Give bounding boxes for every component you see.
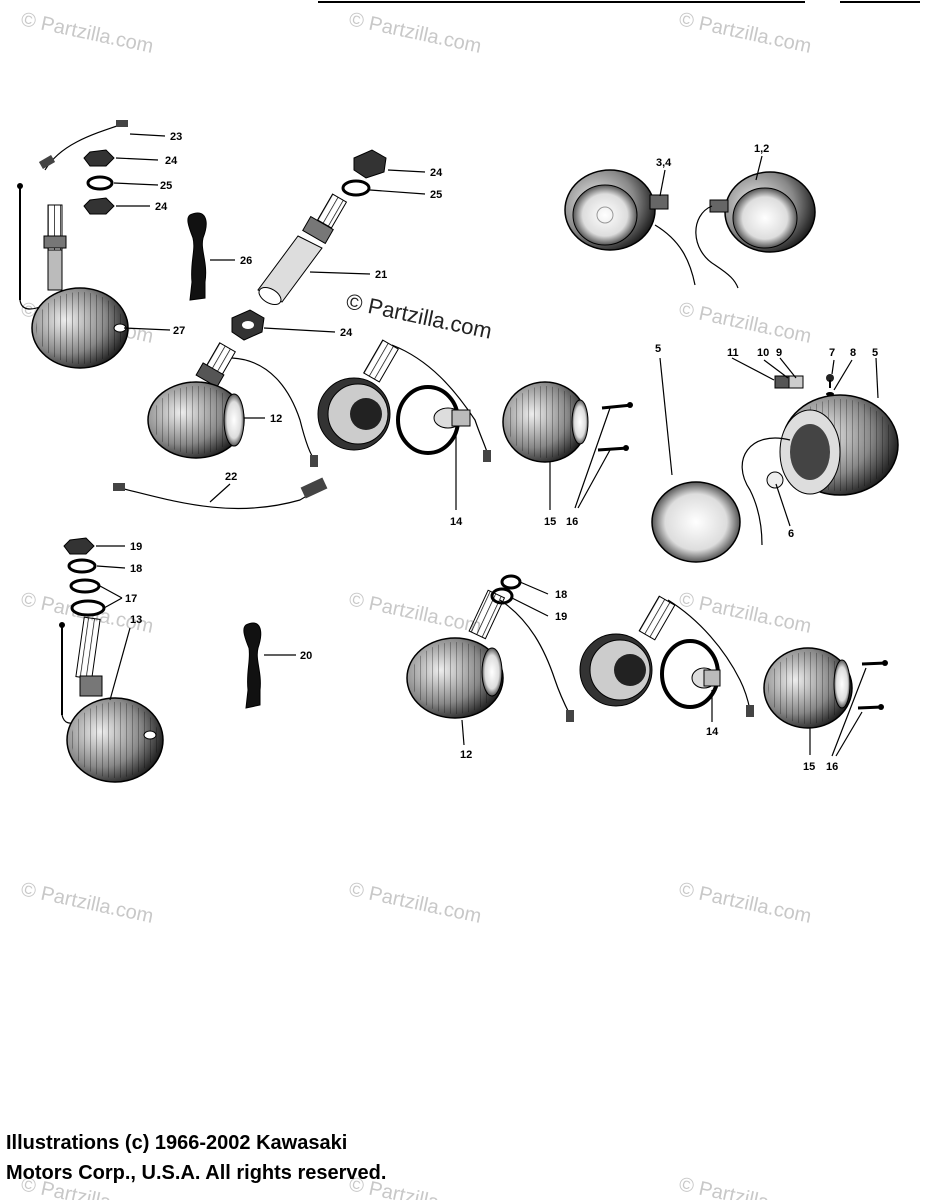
callout-16: 16: [826, 761, 838, 773]
copyright-notice: Illustrations (c) 1966-2002 Kawasaki Mot…: [6, 1128, 386, 1188]
copyright-line-1: Illustrations (c) 1966-2002 Kawasaki: [6, 1132, 348, 1154]
callout-24: 24: [340, 327, 353, 339]
callout-15: 15: [803, 761, 815, 773]
callout-12: 12: [460, 749, 472, 761]
callout-24: 24: [155, 201, 168, 213]
callout-27: 27: [173, 325, 185, 337]
rubber-grip-26: [187, 212, 235, 301]
lamp-housing-exploded-upper: [317, 339, 633, 510]
callout-6: 6: [788, 528, 794, 540]
leader-lines-left-top: [113, 133, 171, 331]
callout-9: 9: [776, 347, 782, 359]
callout-17: 17: [125, 593, 137, 605]
watermark: © Partzilla.com: [677, 878, 813, 928]
callout-13: 13: [130, 614, 142, 626]
watermark: © Partzilla.com: [677, 298, 813, 348]
stem-21-assembly: [257, 149, 426, 306]
watermark: © Partzilla.com: [677, 1173, 813, 1200]
callout-16: 16: [566, 516, 578, 528]
watermark: © Partzilla.com: [347, 588, 483, 638]
callout-20: 20: [300, 650, 312, 662]
callout-15: 15: [544, 516, 556, 528]
watermark: © Partzilla.com: [677, 588, 813, 638]
callout-19: 19: [130, 541, 142, 553]
watermark: © Partzilla.com: [347, 8, 483, 58]
callout-25: 25: [430, 189, 442, 201]
callout-21: 21: [375, 269, 387, 281]
callout-7: 7: [829, 347, 835, 359]
copyright-line-2: Motors Corp., U.S.A. All rights reserved…: [6, 1162, 387, 1184]
watermark-center: © Partzilla.com: [344, 288, 494, 343]
callout-5: 5: [655, 343, 661, 355]
watermark: © Partzilla.com: [677, 8, 813, 58]
rubber-grip-20: [243, 622, 296, 709]
callout-24: 24: [165, 155, 178, 167]
watermark: © Partzilla.com: [19, 878, 155, 928]
callout-22: 22: [225, 471, 237, 483]
callout-23: 23: [170, 131, 182, 143]
callout-25: 25: [160, 180, 172, 192]
callout-14: 14: [450, 516, 463, 528]
callout-14: 14: [706, 726, 719, 738]
callout-10: 10: [757, 347, 769, 359]
turn-signal-lamp-12-lower: [406, 574, 574, 746]
callout-1-2: 1,2: [754, 143, 769, 155]
callout-11: 11: [727, 347, 739, 359]
lamp-housing-exploded-lower: [579, 595, 888, 757]
callout-26: 26: [240, 255, 252, 267]
watermark-layer: © Partzilla.com © Partzilla.com © Partzi…: [19, 8, 813, 1200]
watermark: © Partzilla.com: [19, 8, 155, 58]
callout-18: 18: [130, 563, 142, 575]
turn-signal-lamp-12: [147, 342, 318, 467]
nut-24: [231, 309, 336, 341]
callout-5: 5: [872, 347, 878, 359]
turn-signal-lamp-13-assembly: [59, 537, 164, 783]
callout-3-4: 3,4: [656, 157, 672, 169]
turn-signal-lamp-5-exploded: [651, 357, 899, 563]
callout-18: 18: [555, 589, 567, 601]
callout-8: 8: [850, 347, 856, 359]
watermark: © Partzilla.com: [347, 878, 483, 928]
turn-signal-lamps-1-4: [564, 155, 816, 289]
callout-19: 19: [555, 611, 567, 623]
callout-24: 24: [430, 167, 443, 179]
wire-22: [113, 477, 328, 510]
turn-signal-lamp-27-assembly: [17, 120, 129, 369]
callout-12: 12: [270, 413, 282, 425]
